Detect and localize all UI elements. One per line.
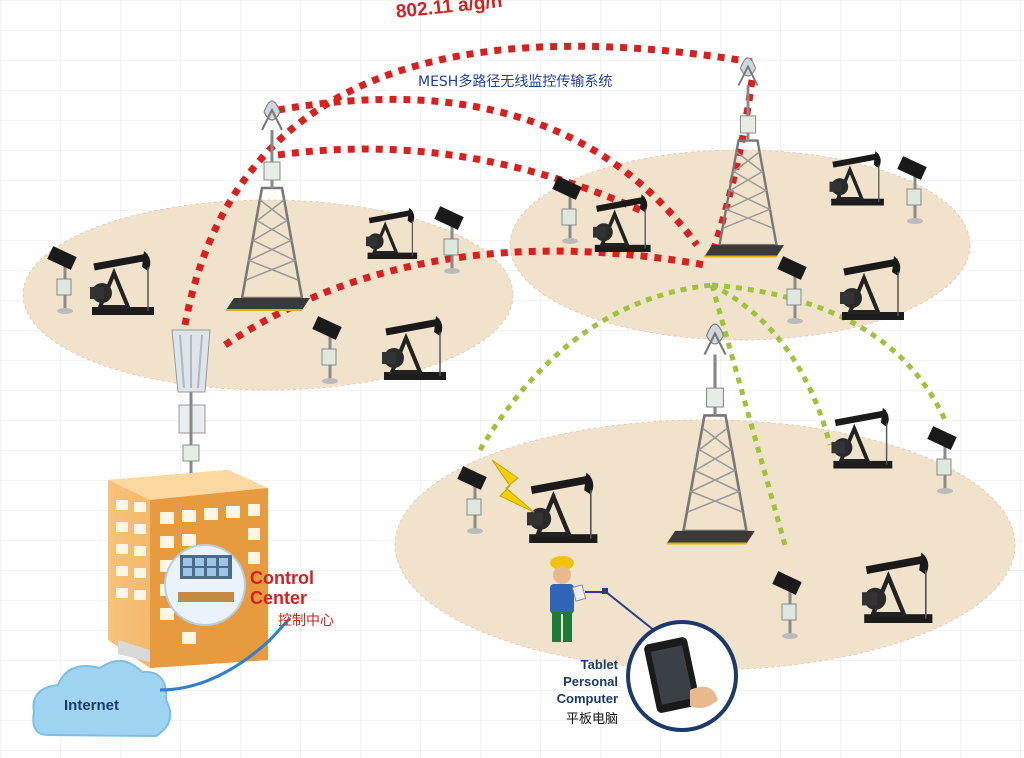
tablet-label-line2: Personal xyxy=(563,674,618,689)
tablet-label-cn: 平板电脑 xyxy=(565,712,618,727)
mesh-links xyxy=(181,42,756,348)
local-links xyxy=(477,282,948,546)
control-center-label-cn: 控制中心 xyxy=(278,613,334,629)
tablet-label-line1: Tablet xyxy=(580,657,618,672)
mesh-link-upper xyxy=(277,95,700,248)
tablet-icon xyxy=(626,620,738,732)
lightning-icon xyxy=(491,459,535,513)
local-link-south xyxy=(709,284,788,546)
cloud-icon xyxy=(32,616,292,738)
mesh-link-east xyxy=(708,79,756,257)
worker-icon xyxy=(550,556,587,642)
tablet-pointer-dot xyxy=(602,588,608,594)
tablet-label-line3: Computer xyxy=(556,691,618,706)
internet-label: Internet xyxy=(64,697,120,714)
control-room-icon xyxy=(164,544,246,626)
control-center-label-line2: Center xyxy=(250,588,308,608)
building-windows xyxy=(116,500,260,644)
local-link-southeast xyxy=(710,282,833,446)
system-title: MESH多路径无线监控传输系统 xyxy=(418,74,613,90)
mesh-link-middle xyxy=(223,247,706,348)
zone-west xyxy=(22,199,514,391)
mesh-link-tower-west xyxy=(277,145,642,214)
local-link-west xyxy=(477,282,713,452)
control-center-label-line1: Control xyxy=(250,568,314,588)
